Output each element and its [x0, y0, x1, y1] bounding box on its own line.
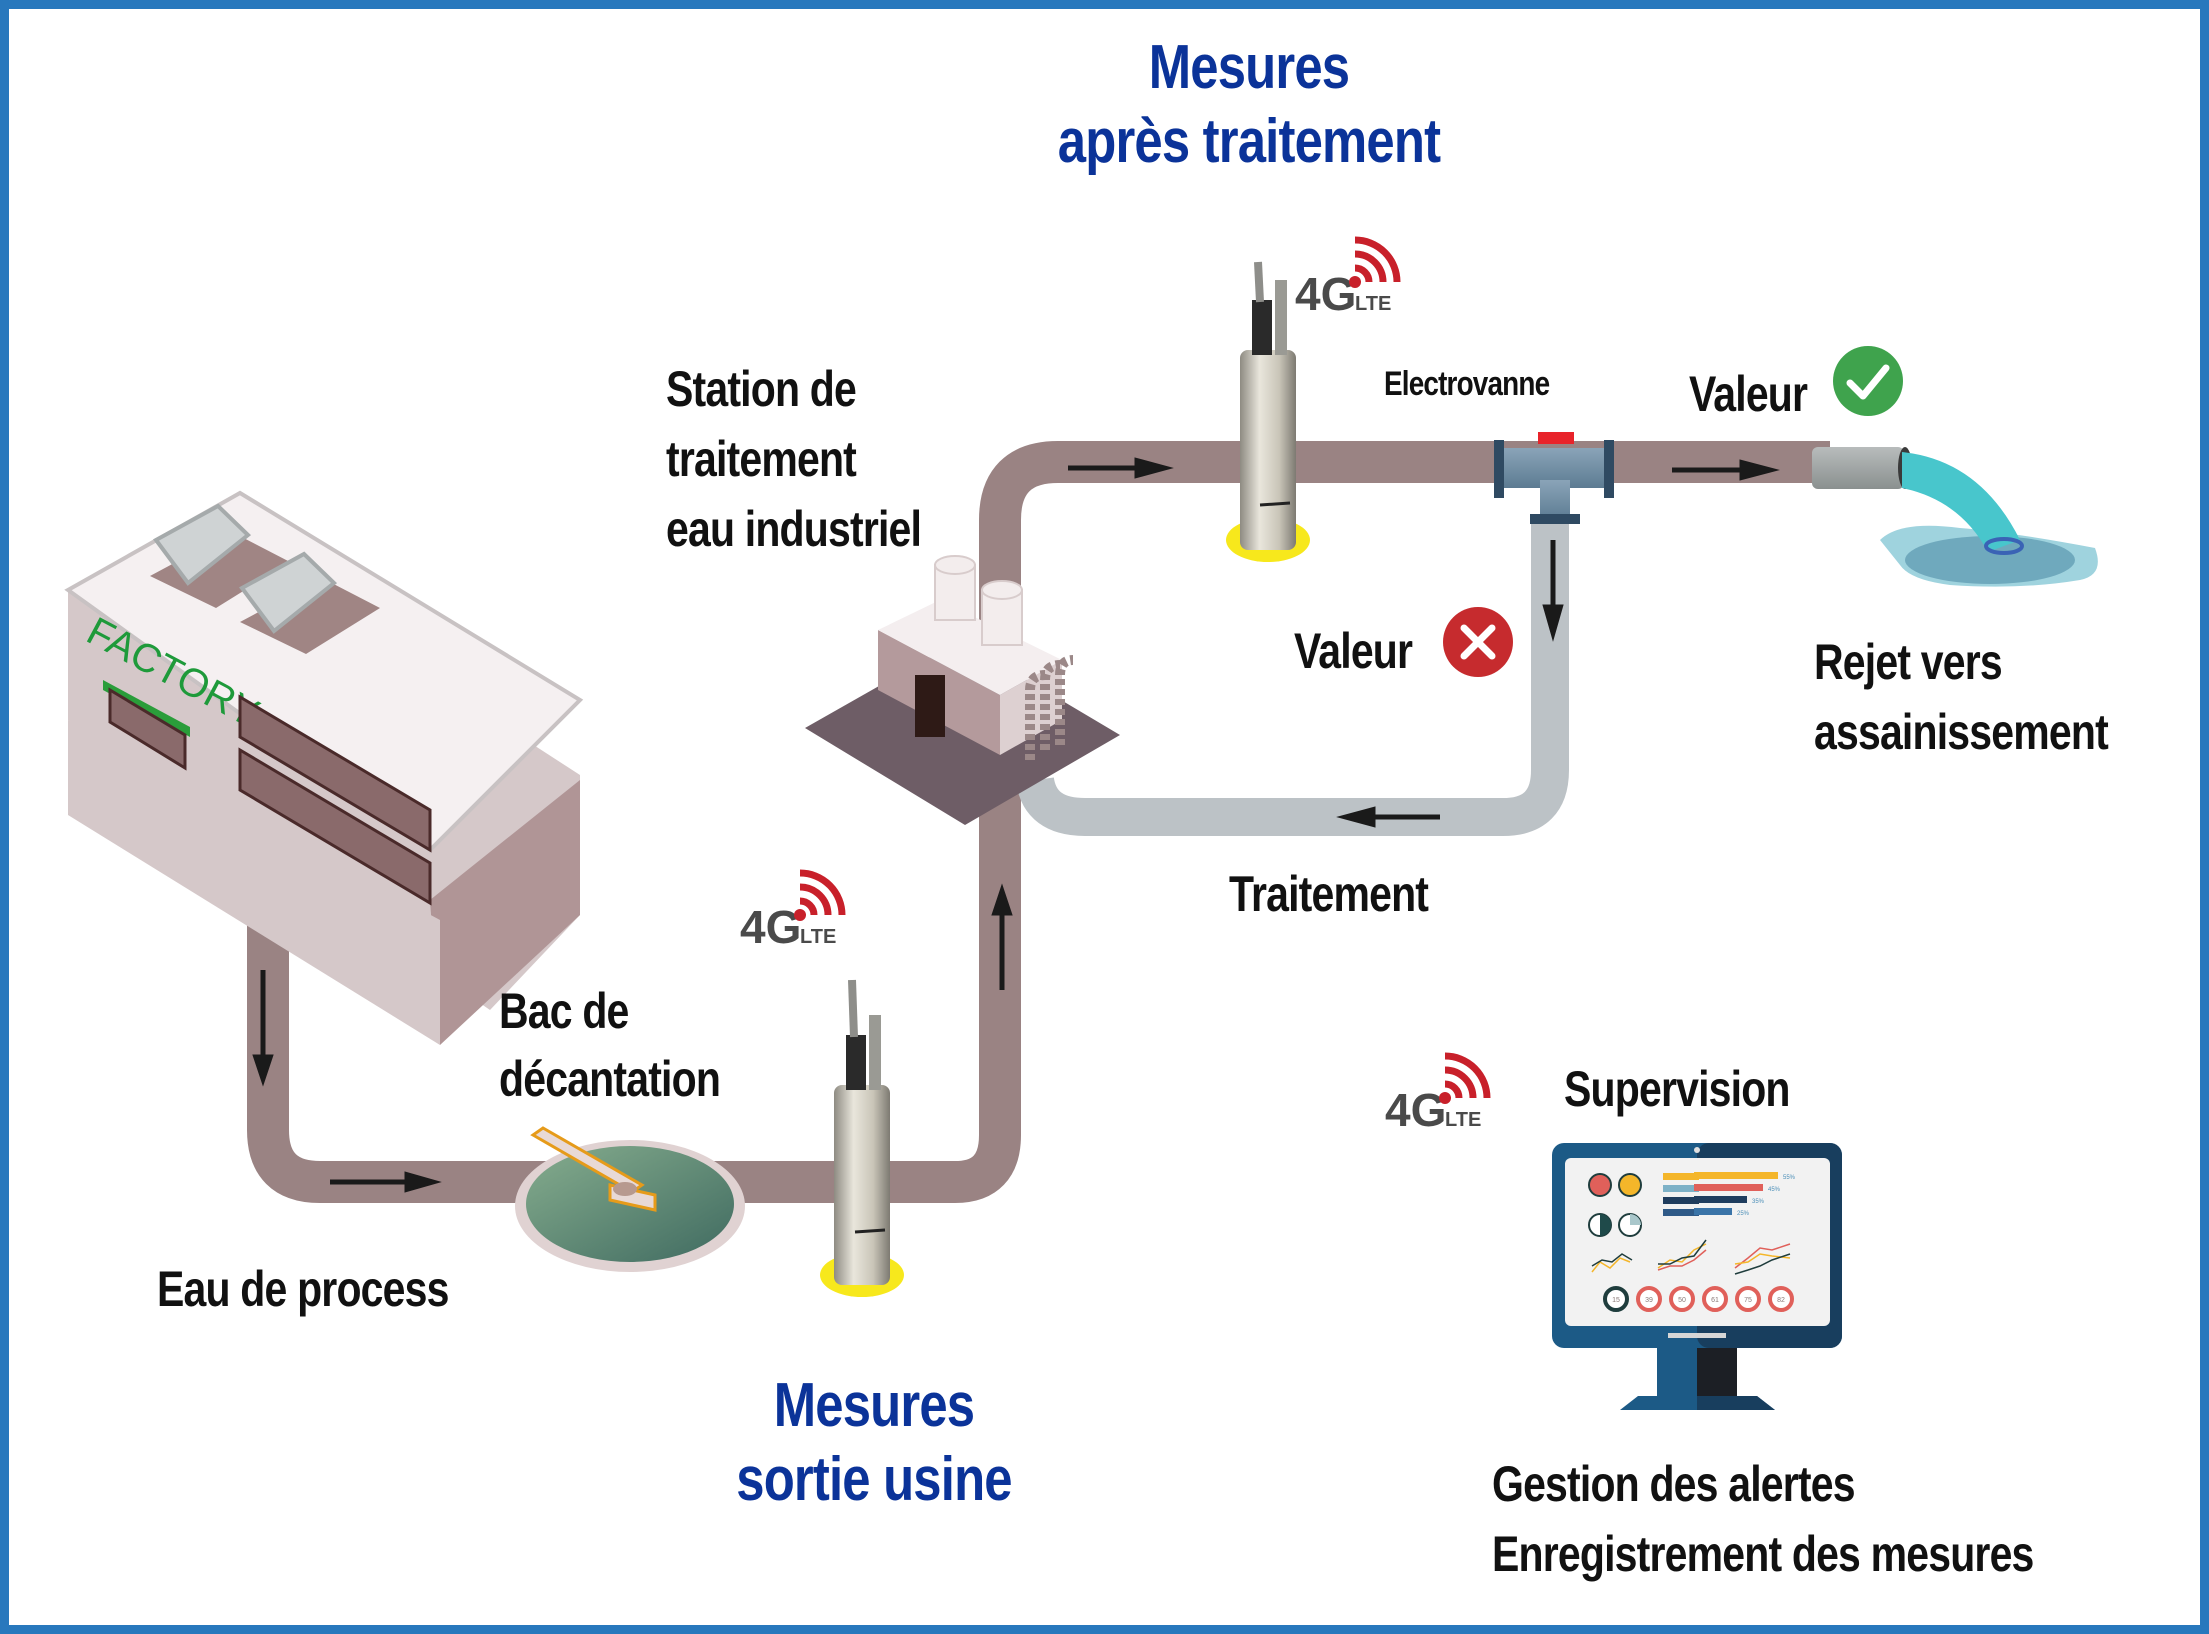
label-line: Enregistrement des mesures — [1492, 1526, 2034, 1582]
label-decantation: Bac de décantation — [499, 977, 721, 1113]
dashboard-pies — [1588, 1173, 1642, 1237]
sensor-factory-outlet — [820, 979, 904, 1297]
heading-line: Mesures — [773, 1371, 975, 1440]
label-line: assainissement — [1814, 704, 2109, 760]
label-line: traitement — [666, 431, 857, 487]
treatment-station — [805, 555, 1120, 825]
lte-signal-icon: 4G LTE — [1385, 1052, 1491, 1136]
arrow-up-icon — [991, 883, 1013, 990]
arrow-left-icon — [1336, 806, 1440, 828]
flow-arrows — [252, 457, 1780, 1193]
arrow-down-icon — [252, 970, 274, 1087]
svg-text:82: 82 — [1777, 1297, 1785, 1304]
dashboard-line-charts — [1591, 1239, 1791, 1275]
lte-signal-icon: 4G LTE — [740, 869, 846, 953]
label-line: Gestion des alertes — [1492, 1456, 1856, 1512]
lte-signal-icon: 4G LTE — [1295, 236, 1401, 320]
svg-text:4G: 4G — [1385, 1084, 1446, 1136]
main-pipe — [247, 441, 1830, 1203]
dashboard-bars: 55% 45% 35% 25% — [1663, 1172, 1796, 1217]
svg-text:50: 50 — [1678, 1297, 1686, 1304]
decantation-tank — [515, 1126, 745, 1272]
factory-building: FACTORY — [64, 490, 584, 1045]
arrow-right-icon — [1068, 457, 1174, 479]
arrow-right-icon — [330, 1171, 442, 1193]
label-value-ok: Valeur — [1689, 366, 1808, 422]
svg-text:25%: 25% — [1737, 1211, 1750, 1217]
label-line: décantation — [499, 1051, 721, 1107]
svg-text:LTE: LTE — [800, 926, 836, 948]
svg-text:LTE: LTE — [1445, 1109, 1481, 1131]
label-treatment: Traitement — [1229, 866, 1429, 922]
svg-text:75: 75 — [1744, 1297, 1752, 1304]
svg-text:39: 39 — [1645, 1297, 1653, 1304]
arrow-down-icon — [1542, 540, 1564, 642]
heading-line: sortie usine — [736, 1445, 1012, 1515]
heading-line: après traitement — [1057, 107, 1441, 177]
supervision-monitor: 55% 45% 35% 25% — [1552, 1143, 1842, 1410]
svg-text:4G: 4G — [1295, 268, 1356, 320]
svg-text:LTE: LTE — [1355, 293, 1391, 315]
label-line: Station de — [666, 361, 857, 417]
svg-text:35%: 35% — [1752, 1199, 1765, 1205]
label-line: Bac de — [499, 983, 629, 1039]
label-process-water: Eau de process — [157, 1261, 449, 1317]
sensor-after-treatment — [1226, 261, 1310, 562]
arrow-right-icon — [1672, 459, 1780, 481]
svg-text:55%: 55% — [1783, 1175, 1796, 1181]
return-pipe — [1016, 520, 1569, 836]
check-icon — [1833, 346, 1903, 416]
svg-text:15: 15 — [1612, 1297, 1620, 1304]
outfall-pipe — [1812, 447, 2098, 587]
dashboard-gauges: 15 39 50 61 75 82 — [1603, 1286, 1794, 1312]
electrovalve — [1494, 432, 1614, 524]
label-features: Gestion des alertes Enregistrement des m… — [1492, 1449, 2034, 1589]
heading-line: Mesures — [1148, 33, 1350, 102]
heading-factory-outlet: Mesures sortie usine — [628, 1369, 1120, 1518]
svg-text:4G: 4G — [740, 901, 801, 953]
cross-icon — [1443, 607, 1513, 677]
heading-after-treatment: Mesures après traitement — [1003, 31, 1495, 180]
label-discharge: Rejet vers assainissement — [1814, 627, 2109, 767]
label-supervision: Supervision — [1564, 1061, 1790, 1117]
label-line: Rejet vers — [1814, 634, 2003, 690]
label-treatment-station: Station de traitement eau industriel — [666, 354, 922, 564]
label-line: eau industriel — [666, 501, 922, 557]
label-electrovalve: Electrovanne — [1384, 365, 1550, 403]
svg-text:61: 61 — [1711, 1297, 1719, 1304]
svg-text:45%: 45% — [1768, 1187, 1781, 1193]
label-value-ko: Valeur — [1294, 623, 1413, 679]
